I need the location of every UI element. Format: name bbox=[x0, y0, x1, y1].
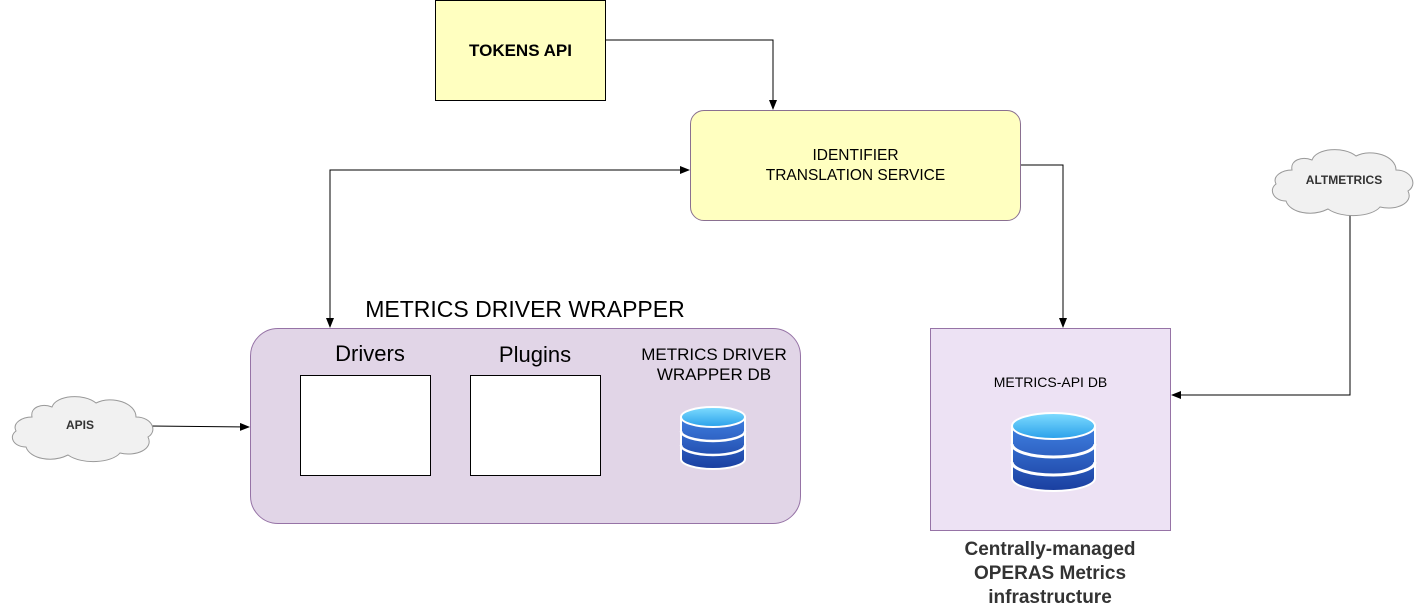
identifier-label-line1: IDENTIFIER bbox=[812, 146, 899, 164]
metrics-api-db-label: METRICS-API DB bbox=[993, 374, 1108, 390]
wrapper-title: METRICS DRIVER WRAPPER bbox=[365, 296, 685, 322]
arrow-altmetrics-to-metrics-db bbox=[1171, 214, 1351, 399]
arrow-apis-to-wrapper bbox=[149, 422, 250, 431]
apis-label: APIS bbox=[65, 418, 94, 432]
infrastructure-caption-line1: Centrally-managed bbox=[964, 539, 1136, 560]
database-icon bbox=[1010, 412, 1097, 492]
identifier-translation-service-node[interactable]: IDENTIFIER TRANSLATION SERVICE bbox=[690, 110, 1021, 221]
drivers-label: Drivers bbox=[335, 341, 405, 366]
wrapper-db-label-line2: WRAPPER DB bbox=[656, 365, 772, 384]
identifier-label-line2: TRANSLATION SERVICE bbox=[765, 166, 946, 184]
infrastructure-caption-line3: infrastructure bbox=[988, 587, 1112, 608]
altmetrics-label: ALTMETRICS bbox=[1305, 173, 1383, 187]
infrastructure-caption-line2: OPERAS Metrics bbox=[973, 563, 1127, 584]
infrastructure-caption: Centrally-managed OPERAS Metrics infrast… bbox=[925, 538, 1175, 610]
cloud-icon[interactable] bbox=[1268, 145, 1418, 220]
tokens-api-label: TOKENS API bbox=[469, 40, 572, 60]
drivers-box[interactable] bbox=[300, 375, 431, 476]
arrow-tokens-to-identifier bbox=[606, 39, 777, 110]
arrow-identifier-wrapper-bidirectional bbox=[326, 166, 690, 328]
arrow-identifier-to-metrics-db bbox=[1021, 164, 1067, 328]
plugins-box[interactable] bbox=[470, 375, 601, 476]
cloud-icon[interactable] bbox=[8, 393, 158, 465]
plugins-label: Plugins bbox=[498, 342, 572, 367]
wrapper-db-label-line1: METRICS DRIVER bbox=[641, 345, 787, 364]
database-icon bbox=[679, 406, 747, 470]
tokens-api-node[interactable]: TOKENS API bbox=[435, 0, 606, 101]
wrapper-db-label: METRICS DRIVER WRAPPER DB bbox=[629, 345, 799, 385]
